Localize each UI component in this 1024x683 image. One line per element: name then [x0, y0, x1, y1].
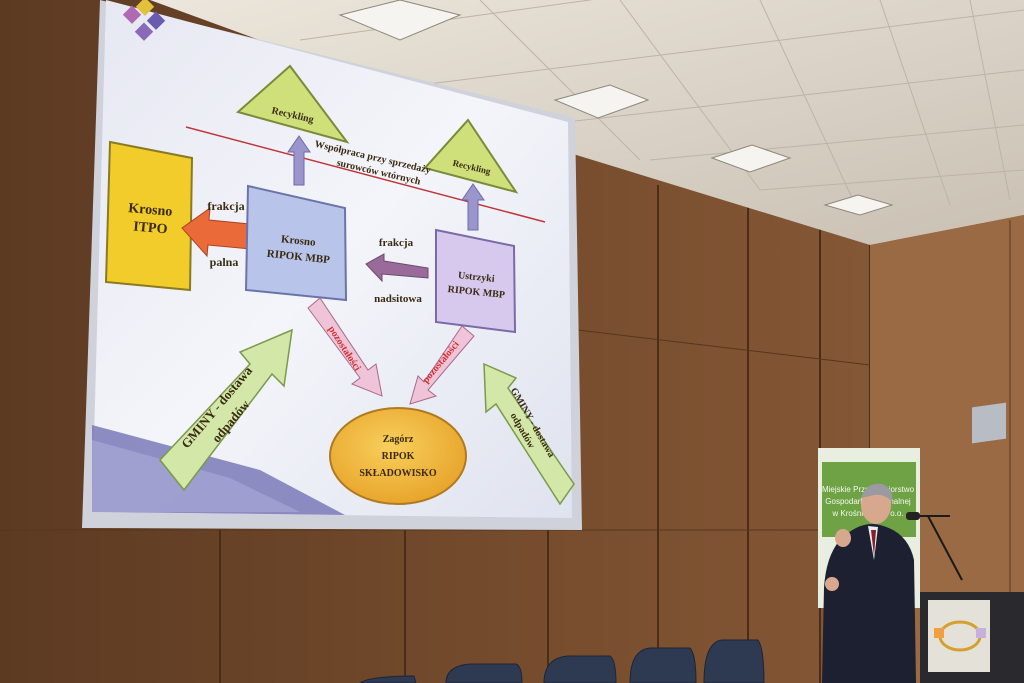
- zagorz-line2: RIPOK: [382, 451, 415, 462]
- ceiling-lights: [338, 0, 894, 216]
- krosno-ripok-box: Krosno RIPOK MBP: [244, 184, 348, 302]
- cooperation-line: [185, 126, 546, 223]
- audience-chairs: [359, 639, 765, 683]
- krosno-ripok-line1: Krosno: [280, 233, 316, 249]
- krosno-itpo-box: Krosno ITPO: [104, 140, 194, 292]
- laptop: [972, 402, 1006, 444]
- krosno-itpo-line2: ITPO: [133, 220, 169, 238]
- arrow-up-right: [461, 183, 485, 231]
- ustrzyki-line1: Ustrzyki: [457, 270, 495, 285]
- fraction-mid-top: frakcja: [379, 237, 414, 249]
- podium: [920, 592, 1024, 683]
- slide-logo: [122, 0, 166, 41]
- recycling-triangle-right: Recykling: [423, 118, 519, 194]
- fraction-mid-bottom: nadsitowa: [374, 293, 422, 305]
- arrow-fraction-nadsitowa: [365, 253, 429, 283]
- microphone: [906, 512, 920, 520]
- ceiling: [150, 0, 1024, 245]
- speaker-person: [822, 483, 916, 683]
- fraction-left-bottom: palna: [210, 255, 239, 269]
- ustrzyki-ripok-box: Ustrzyki RIPOK MBP: [435, 228, 517, 334]
- krosno-itpo-line1: Krosno: [128, 201, 173, 220]
- zagorz-ripok-ellipse: Zagórz RIPOK SKŁADOWISKO: [329, 407, 467, 505]
- arrow-gminy-right: GMINY - dostawa odpadów: [483, 362, 575, 506]
- recycling-triangle-left: Recykling: [235, 64, 350, 144]
- fraction-left-top: frakcja: [207, 199, 244, 213]
- zagorz-line1: Zagórz: [383, 434, 414, 445]
- zagorz-line3: SKŁADOWISKO: [359, 468, 436, 479]
- arrow-up-left: [287, 135, 311, 186]
